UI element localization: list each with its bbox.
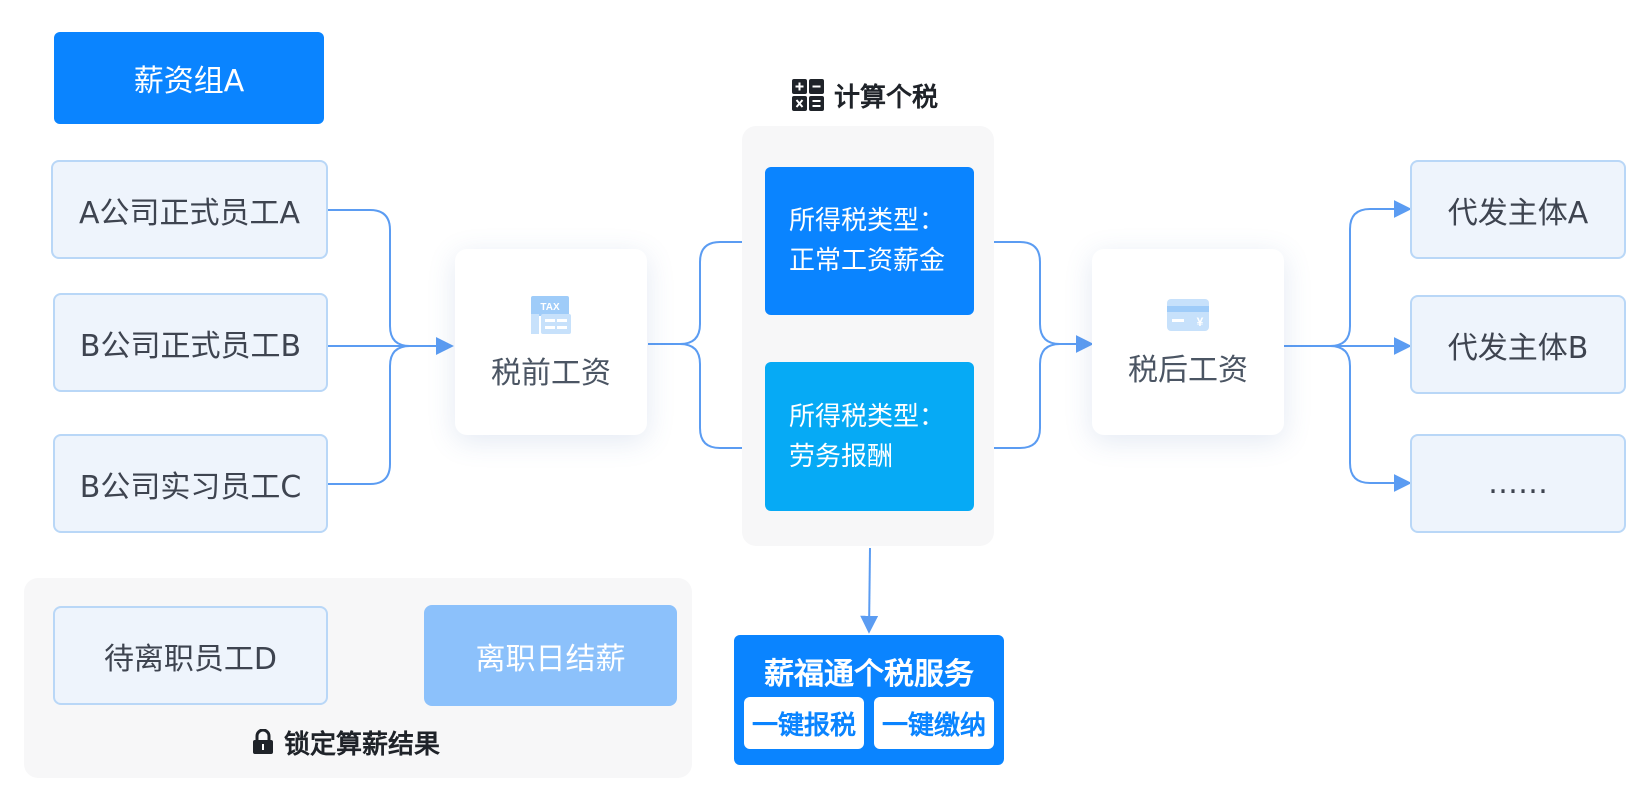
salary-group-text: 薪资组A [133,64,245,99]
payer-more-label: …… [1488,466,1548,501]
connector-tax1-posttax [976,241,1094,353]
one-click-pay-button[interactable]: 一键缴纳 [874,697,994,749]
leaving-employee-label: 待离职员工D [103,641,278,677]
connector-emp-c [312,345,452,485]
payer-b[interactable]: 代发主体B [1410,295,1626,394]
connector-emp-a [312,209,454,355]
post-tax-label: 税后工资 [1128,353,1248,388]
employee-b-label: B公司正式员工B [79,328,302,364]
employee-a[interactable]: A公司正式员工A [51,160,328,259]
connector-pretax-tax2 [648,343,765,457]
tax-type-salary-line1: 所得税类型： [789,206,946,236]
employee-c[interactable]: B公司实习员工C [53,434,328,533]
lock-result-text: 锁定算薪结果 [284,729,441,760]
pre-tax-card[interactable]: TAX 税前工资 [455,249,647,435]
calculator-icon [792,79,824,111]
connector-posttax-payer-c [1284,345,1412,492]
tax-type-labor-line1: 所得税类型： [789,401,946,432]
salary-group-label: 薪资组A [54,32,324,124]
payer-b-label: 代发主体B [1447,330,1589,366]
one-click-file-button[interactable]: 一键报税 [744,697,864,749]
connector-pretax-tax1 [648,233,765,345]
employee-a-label: A公司正式员工A [78,195,301,231]
pre-tax-label: 税前工资 [491,356,611,391]
calc-tax-heading: 计算个税 [792,74,938,116]
employee-b[interactable]: B公司正式员工B [53,293,328,392]
connector-posttax-payer-a [1284,200,1412,347]
tax-icon-text: TAX [540,302,560,313]
settle-on-leave-label: 离职日结薪 [475,641,626,677]
employee-c-label: B公司实习员工C [79,469,302,505]
payer-a[interactable]: 代发主体A [1410,160,1626,259]
payer-more[interactable]: …… [1410,434,1626,533]
yen-icon-text: ¥ [1197,315,1204,329]
leaving-employee[interactable]: 待离职员工D [53,606,328,705]
tax-service-box: 薪福通个税服务 一键报税 一键缴纳 [734,635,1004,765]
tax-type-labor-line2: 劳务报酬 [789,441,894,472]
connector-panel-service [860,547,879,634]
calc-tax-text: 计算个税 [834,82,939,113]
lock-icon [253,729,273,754]
tax-type-labor[interactable]: 所得税类型： 劳务报酬 [765,362,974,511]
tax-service-title: 薪福通个税服务 [764,657,974,692]
payer-a-label: 代发主体A [1447,195,1589,231]
tax-type-salary-line2: 正常工资薪金 [789,246,946,276]
settle-on-leave-box[interactable]: 离职日结薪 [424,605,677,706]
connector-tax2-posttax [976,343,1061,449]
lock-result-label: 锁定算薪结果 [252,722,440,762]
post-tax-card[interactable]: ¥ 税后工资 [1092,249,1284,435]
tax-receipt-icon: TAX [531,296,571,334]
tax-type-salary[interactable]: 所得税类型： 正常工资薪金 [765,167,974,315]
bank-card-icon: ¥ [1167,299,1209,331]
